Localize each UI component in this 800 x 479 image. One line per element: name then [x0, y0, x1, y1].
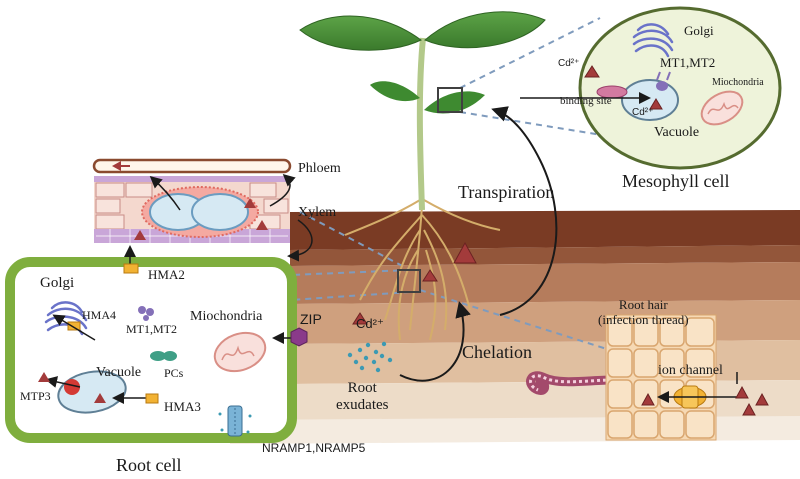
cd-leaf-bottom-label: Cd²⁺: [632, 107, 654, 118]
mt-protein-icon: [138, 306, 154, 321]
triangle-cd-icon: [352, 312, 368, 325]
root-exudates-label: Root exudates: [336, 380, 389, 413]
mt-leaf-label: MT1,MT2: [660, 55, 716, 70]
vascular-bundle: [92, 158, 313, 262]
mesophyll-cell: [520, 6, 782, 170]
cd-soil-label: Cd²⁺: [356, 316, 384, 331]
ion-channel-label: ion channel: [658, 363, 723, 378]
root-cell-label: Root cell: [116, 455, 182, 475]
pcs-label: PCs: [164, 366, 184, 380]
plant-roots: [344, 199, 501, 341]
hma4-label: HMA4: [82, 308, 117, 322]
vacuole-leaf-label: Vacuole: [654, 125, 700, 140]
cd-leaf-top-label: Cd²⁺: [558, 58, 580, 69]
root-hair-infection-thread: [526, 371, 617, 395]
hma3-transporter-icon: [145, 393, 159, 404]
mtp3-transporter-icon: [64, 379, 80, 395]
chelation-arrow: [399, 301, 471, 382]
vacuole-root-label: Vacuole: [96, 365, 142, 380]
mitochondria-icon: [213, 331, 267, 373]
hma2-label: HMA2: [148, 267, 185, 282]
pcs-icon: [150, 351, 177, 361]
hma3-label: HMA3: [164, 399, 201, 414]
root-zoom-box: [397, 269, 421, 293]
transpiration-arrow: [491, 106, 558, 316]
nramp-transporter-icon: [218, 405, 252, 437]
mesophyll-cell-label: Mesophyll cell: [622, 171, 730, 191]
mitochondria-leaf-label: Miochondria: [712, 77, 764, 88]
mtp3-label: MTP3: [20, 389, 51, 403]
nramp-label: NRAMP1,NRAMP5: [262, 441, 366, 455]
mt-root-label: MT1,MT2: [126, 322, 177, 336]
golgi-leaf-label: Golgi: [684, 23, 714, 38]
golgi-root-label: Golgi: [40, 275, 75, 291]
phloem-tube: [92, 158, 292, 174]
chelation-label: Chelation: [462, 342, 532, 362]
phloem-label: Phloem: [298, 161, 341, 176]
mitochondria-icon: [700, 90, 744, 126]
mitochondria-root-label: Miochondria: [190, 309, 263, 324]
root-exudates-dots: [347, 341, 393, 373]
leaf-zoom-box: [437, 87, 463, 113]
hma2-transporter-icon: [123, 263, 139, 274]
xylem-label: Xylem: [298, 205, 337, 220]
root-cell: [5, 245, 308, 443]
root-hair-label: Root hair (infection thread): [598, 297, 689, 327]
transpiration-label: Transpiration: [458, 182, 555, 202]
plant-shoot: [299, 11, 546, 211]
mt-protein-icon: [656, 71, 671, 91]
triangle-cd-icon: [422, 241, 477, 282]
golgi-icon: [632, 23, 674, 58]
zip-transporter-icon: [290, 327, 308, 347]
root-hair-cells: [605, 314, 769, 441]
zip-label: ZIP: [300, 311, 322, 327]
hma4-transporter-icon: [67, 321, 81, 331]
dashed-guides: [289, 17, 621, 351]
binding-site-label: binding site: [560, 95, 612, 107]
